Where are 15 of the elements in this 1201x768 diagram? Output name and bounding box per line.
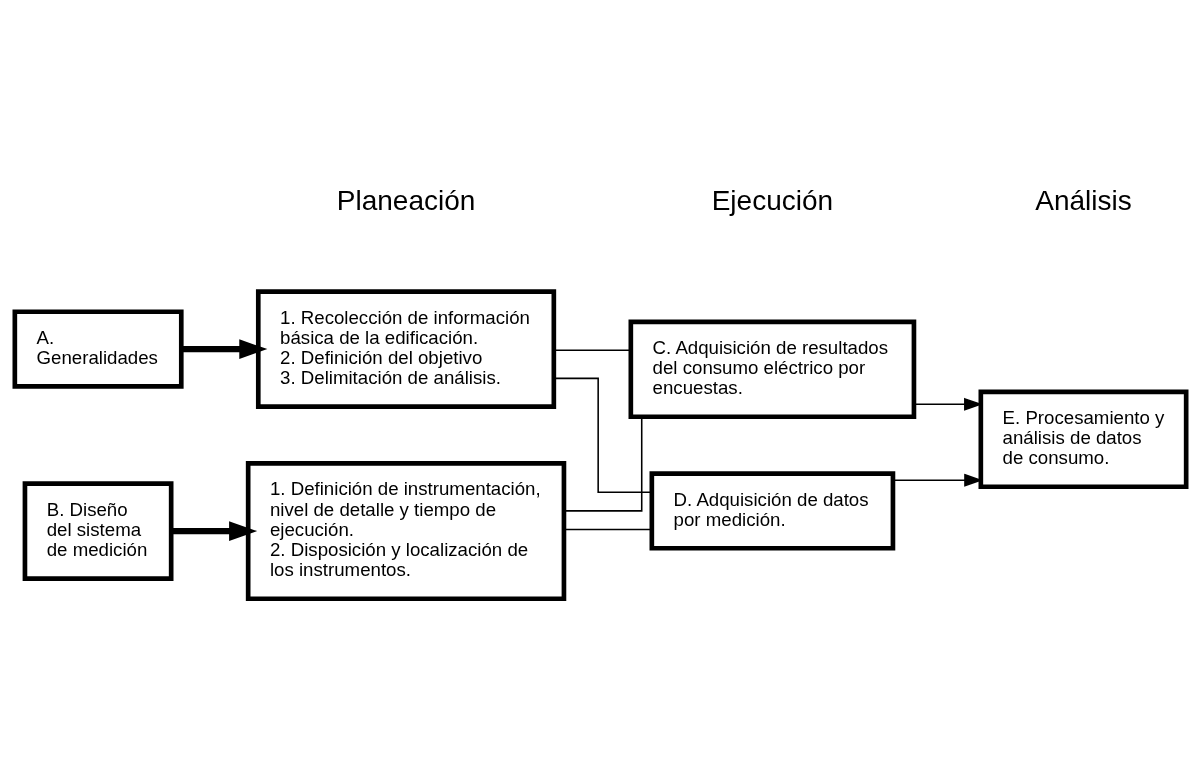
node-box: D. Adquisición de datos por medición. xyxy=(649,470,896,551)
label: Ejecución xyxy=(711,184,834,216)
arrow xyxy=(171,520,258,541)
node-box: 1. Definición de instrumentación, nivel de detalle y tiempo de ejecución. 2. Disposición y localización de los instrumentos. xyxy=(245,460,567,601)
node-box: E. Procesamiento y análisis de datos de consumo. xyxy=(978,389,1189,489)
node-box: B. Diseño del sistema de medición xyxy=(22,480,174,581)
label: Análisis xyxy=(1035,184,1132,216)
node-box: 1. Recolección de información básica de la edificación. 2. Definición del objetivo 3. Delimitación de análisis. xyxy=(255,288,557,409)
label: Planeación xyxy=(336,184,476,216)
node-box: C. Adquisición de resultados del consumo eléctrico por encuestas. xyxy=(628,319,917,419)
node-box: A. Generalidades xyxy=(12,308,184,389)
connector xyxy=(563,528,653,530)
connector xyxy=(553,348,632,351)
connector xyxy=(553,377,653,493)
arrow xyxy=(181,338,268,359)
